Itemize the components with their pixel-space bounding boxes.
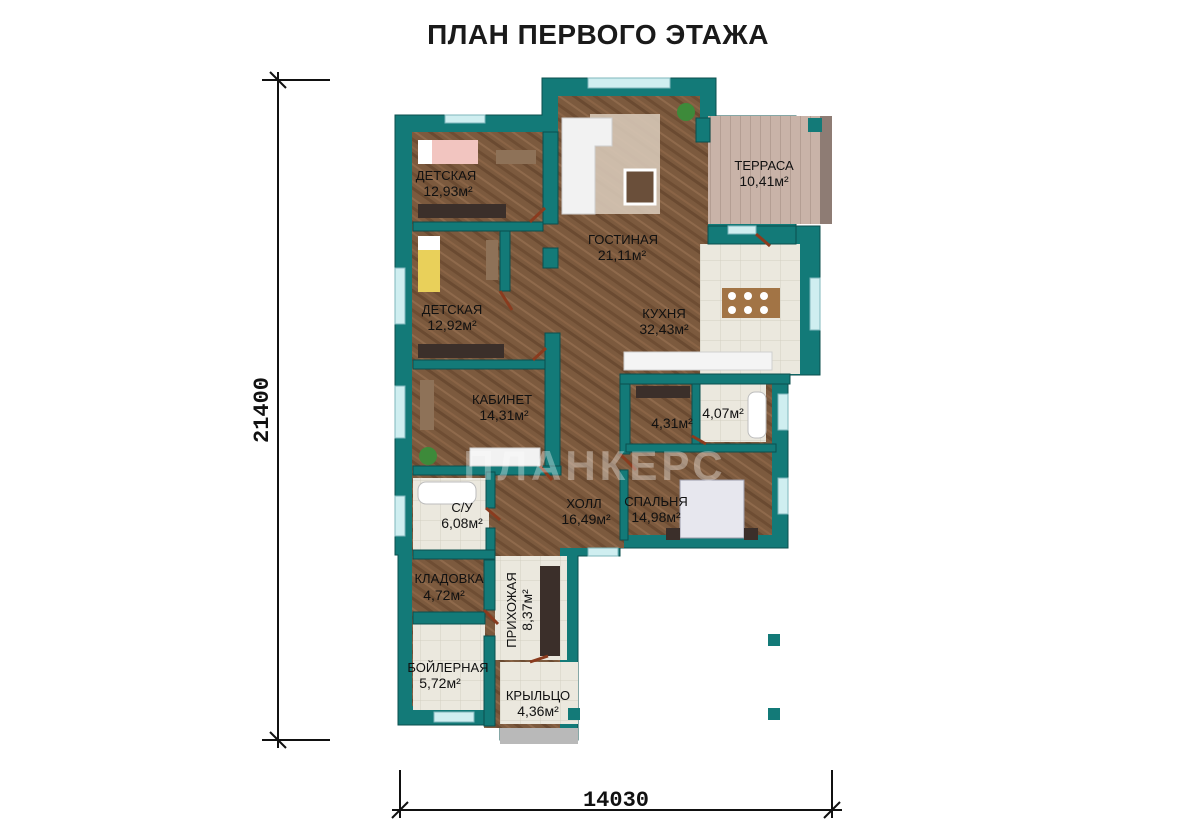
plant-icon	[677, 103, 695, 121]
room-name: КАБИНЕТ	[472, 392, 532, 407]
room-area: 4,36м²	[517, 703, 559, 719]
room-label-prikhozhaya: ПРИХОЖАЯ 8,37м²	[504, 572, 535, 648]
room-label-gostinaya: ГОСТИНАЯ 21,11м²	[588, 232, 658, 263]
room-area: 32,43м²	[639, 321, 689, 337]
room-name: ГОСТИНАЯ	[588, 232, 658, 247]
room-area: 12,92м²	[427, 317, 477, 333]
room-name: КЛАДОВКА	[414, 571, 483, 586]
room-name: ТЕРРАСА	[734, 158, 794, 173]
room-name: ПРИХОЖАЯ	[504, 572, 519, 648]
room-name: ХОЛЛ	[566, 496, 601, 511]
site-marker	[768, 634, 780, 646]
room-label-vannaya: 4,07м²	[702, 405, 744, 421]
interior-walls	[412, 117, 797, 727]
room-area: 5,72м²	[419, 675, 461, 691]
room-label-su: С/У 6,08м²	[441, 500, 483, 531]
width-dimension: 14030	[391, 770, 842, 819]
height-dimension-label: 21400	[250, 377, 275, 443]
room-label-kukhnya: КУХНЯ 32,43м²	[639, 306, 689, 337]
room-area: 16,49м²	[561, 511, 611, 527]
plant-icon	[419, 447, 437, 465]
room-area: 14,31м²	[479, 407, 529, 423]
room-area: 4,31м²	[651, 415, 693, 431]
room-area: 4,07м²	[702, 405, 744, 421]
room-area: 6,08м²	[441, 515, 483, 531]
site-marker	[768, 708, 780, 720]
room-label-boylernaya: БОЙЛЕРНАЯ 5,72м²	[407, 660, 488, 691]
room-area: 14,98м²	[631, 509, 681, 525]
room-label-spalnya: СПАЛЬНЯ 14,98м²	[624, 494, 688, 525]
room-label-detskaya-1: ДЕТСКАЯ 12,93м²	[416, 168, 476, 199]
windows	[394, 77, 821, 723]
doors	[482, 206, 771, 664]
plan-title: ПЛАН ПЕРВОГО ЭТАЖА	[427, 19, 769, 50]
room-name: КРЫЛЬЦО	[506, 688, 570, 703]
room-area: 8,37м²	[519, 589, 535, 631]
room-area: 10,41м²	[739, 173, 789, 189]
room-name: БОЙЛЕРНАЯ	[407, 660, 488, 675]
room-label-kabinet: КАБИНЕТ 14,31м²	[472, 392, 532, 423]
room-label-detskaya-2: ДЕТСКАЯ 12,92м²	[422, 302, 482, 333]
room-name: СПАЛЬНЯ	[624, 494, 688, 509]
watermark-logo: ПЛАНКЕРС	[463, 442, 726, 489]
room-label-holl: ХОЛЛ 16,49м²	[561, 496, 611, 527]
room-area: 12,93м²	[423, 183, 473, 199]
room-name: ДЕТСКАЯ	[422, 302, 482, 317]
room-area: 4,72м²	[423, 587, 465, 603]
room-label-terrasa: ТЕРРАСА 10,41м²	[734, 158, 794, 189]
room-name: С/У	[451, 500, 473, 515]
room-name: КУХНЯ	[642, 306, 685, 321]
room-label-kladovka: КЛАДОВКА 4,72м²	[414, 571, 483, 603]
room-area: 21,11м²	[598, 247, 647, 263]
room-label-garderob: 4,31м²	[651, 415, 693, 431]
furniture	[417, 103, 822, 744]
height-dimension: 21400	[250, 71, 330, 749]
room-label-kryltso: КРЫЛЬЦО 4,36м²	[506, 688, 570, 719]
room-name: ДЕТСКАЯ	[416, 168, 476, 183]
width-dimension-label: 14030	[583, 788, 649, 813]
